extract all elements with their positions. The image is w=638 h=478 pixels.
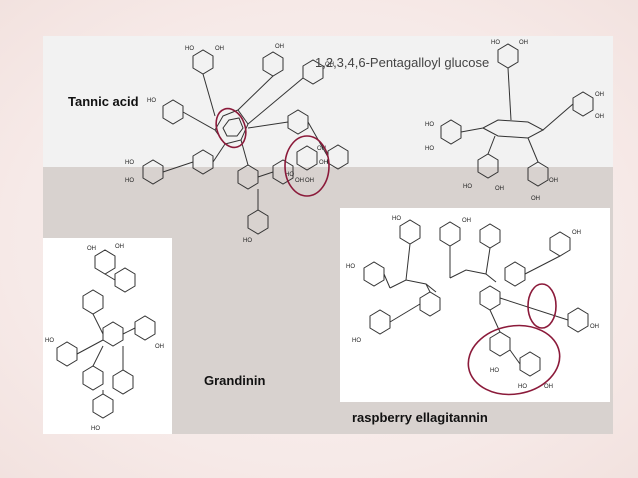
oh-label: OH — [462, 218, 471, 224]
oh-label: HO — [243, 238, 252, 244]
oh-label: HO — [285, 172, 294, 178]
oh-label: OH — [590, 324, 599, 330]
oh-label: OH — [531, 196, 540, 202]
oh-label: OH — [155, 344, 164, 350]
oh-label: HO — [125, 160, 134, 166]
highlight-circle — [527, 283, 557, 329]
oh-label: OH — [115, 244, 124, 250]
oh-label: OH — [275, 44, 284, 50]
highlight-circle — [284, 135, 330, 197]
oh-label: HO — [425, 146, 434, 152]
oh-label: OH — [519, 40, 528, 46]
grandinin-panel: OH OH HO OH HO — [43, 238, 172, 434]
oh-label: OH — [495, 186, 504, 192]
oh-label: OH — [325, 62, 334, 68]
oh-label: HO — [185, 46, 194, 52]
oh-label: HO — [346, 264, 355, 270]
slide: HO OH OH OH HO HO HO OH HO OH OH HO OH H… — [43, 36, 613, 434]
oh-label: HO — [125, 178, 134, 184]
oh-label: HO — [392, 216, 401, 222]
oh-label: OH — [595, 114, 604, 120]
oh-label: OH — [305, 178, 314, 184]
grandinin-label: Grandinin — [204, 373, 266, 388]
oh-label: OH — [319, 160, 328, 166]
oh-label: HO — [147, 98, 156, 104]
highlight-circle — [215, 107, 247, 149]
oh-label: OH — [215, 46, 224, 52]
oh-label: HO — [518, 384, 527, 390]
oh-label: OH — [317, 146, 326, 152]
raspberry-ellagitannin-panel: HO OH OH HO HO OH HO HO OH — [340, 208, 610, 402]
oh-label: OH — [544, 384, 553, 390]
oh-label: HO — [425, 122, 434, 128]
oh-label: OH — [549, 178, 558, 184]
oh-label: HO — [490, 368, 499, 374]
oh-label: OH — [87, 246, 96, 252]
oh-label: HO — [491, 40, 500, 46]
grandinin-structure: OH OH HO OH HO — [45, 244, 164, 432]
oh-label: OH — [595, 92, 604, 98]
oh-label: OH — [572, 230, 581, 236]
tannic-acid-structure: HO OH OH OH HO HO HO OH HO — [125, 44, 349, 244]
highlight-circle — [467, 324, 561, 396]
oh-label: HO — [352, 338, 361, 344]
oh-label: HO — [91, 426, 100, 432]
tannic-acid-label: Tannic acid — [68, 94, 139, 109]
raspberry-ellagitannin-structure: HO OH OH HO HO OH HO HO OH — [346, 216, 599, 396]
galloyl-highlight: OH OH HO OH — [284, 135, 330, 197]
oh-label: HO — [463, 184, 472, 190]
oh-label: OH — [295, 178, 304, 184]
raspberry-ellagitannin-label: raspberry ellagitannin — [352, 410, 488, 425]
pentagalloyl-glucose-label: 1,2,3,4,6-Pentagalloyl glucose — [315, 55, 490, 70]
pentagalloyl-glucose-structure: HO OH OH OH HO HO HO OH OH OH — [425, 40, 604, 202]
oh-label: HO — [45, 338, 54, 344]
